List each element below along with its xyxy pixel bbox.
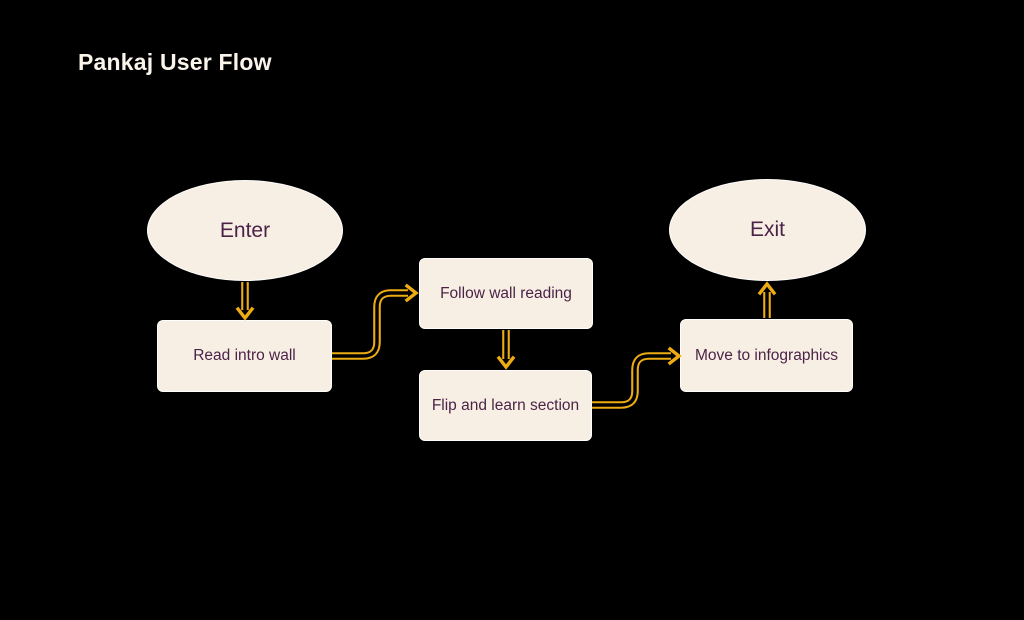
node-move-to-infographics-label: Move to infographics: [694, 346, 839, 364]
node-enter: Enter: [147, 180, 343, 281]
node-follow-wall-reading-label: Follow wall reading: [440, 284, 572, 302]
node-exit: Exit: [669, 179, 866, 281]
connector-read-intro-to-follow-wall: [332, 283, 419, 360]
connector-move-infographics-to-exit: [757, 281, 777, 318]
node-enter-label: Enter: [219, 218, 271, 242]
node-flip-and-learn-section-label: Flip and learn section: [431, 396, 580, 414]
connector-flip-learn-to-move-infographics: [592, 346, 682, 409]
connector-enter-to-read-intro: [235, 282, 255, 321]
node-flip-and-learn-section: Flip and learn section: [419, 370, 592, 441]
page-title: Pankaj User Flow: [78, 49, 272, 75]
node-move-to-infographics: Move to infographics: [680, 319, 853, 392]
node-read-intro-wall-label: Read intro wall: [193, 347, 296, 364]
connector-follow-wall-to-flip-learn: [496, 330, 516, 370]
node-read-intro-wall: Read intro wall: [157, 320, 332, 392]
node-follow-wall-reading: Follow wall reading: [419, 258, 593, 329]
node-exit-label: Exit: [749, 218, 785, 241]
